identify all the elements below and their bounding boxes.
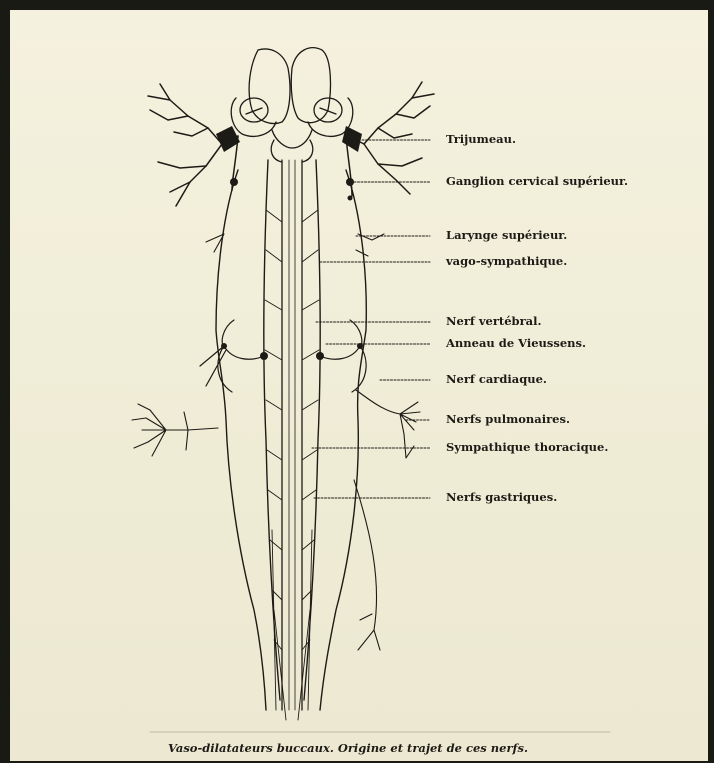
label-trijumeau: Trijumeau. xyxy=(446,132,516,146)
leader-lines xyxy=(312,140,430,498)
nerve-diagram xyxy=(10,10,700,740)
pulmonary-right xyxy=(354,390,420,650)
label-sympathique-thoracique: Sympathique thoracique. xyxy=(446,440,608,454)
label-anneau-vieussens: Anneau de Vieussens. xyxy=(446,336,586,350)
dark-border-left xyxy=(0,0,10,763)
vieussens-loops xyxy=(200,320,366,392)
brain-drawing xyxy=(231,48,353,162)
label-nerf-cardiaque: Nerf cardiaque. xyxy=(446,372,547,386)
label-vago-sympathique: vago-sympathique. xyxy=(446,254,567,268)
spinal-cord xyxy=(282,160,302,710)
pulmonary-left xyxy=(132,404,218,456)
label-nerfs-pulmonaires: Nerfs pulmonaires. xyxy=(446,412,570,426)
label-nerfs-gastriques: Nerfs gastriques. xyxy=(446,490,557,504)
label-ganglion-cervical: Ganglion cervical supérieur. xyxy=(446,174,628,188)
dark-border-top xyxy=(0,0,714,10)
figure-caption: Vaso-dilatateurs buccaux. Origine et tra… xyxy=(168,741,528,755)
label-nerf-vertebral: Nerf vertébral. xyxy=(446,314,541,328)
label-larynge-superieur: Larynge supérieur. xyxy=(446,228,567,242)
vagus-nerves xyxy=(216,170,366,710)
dark-border-right xyxy=(708,0,714,763)
sympathetic-chains xyxy=(264,160,320,720)
